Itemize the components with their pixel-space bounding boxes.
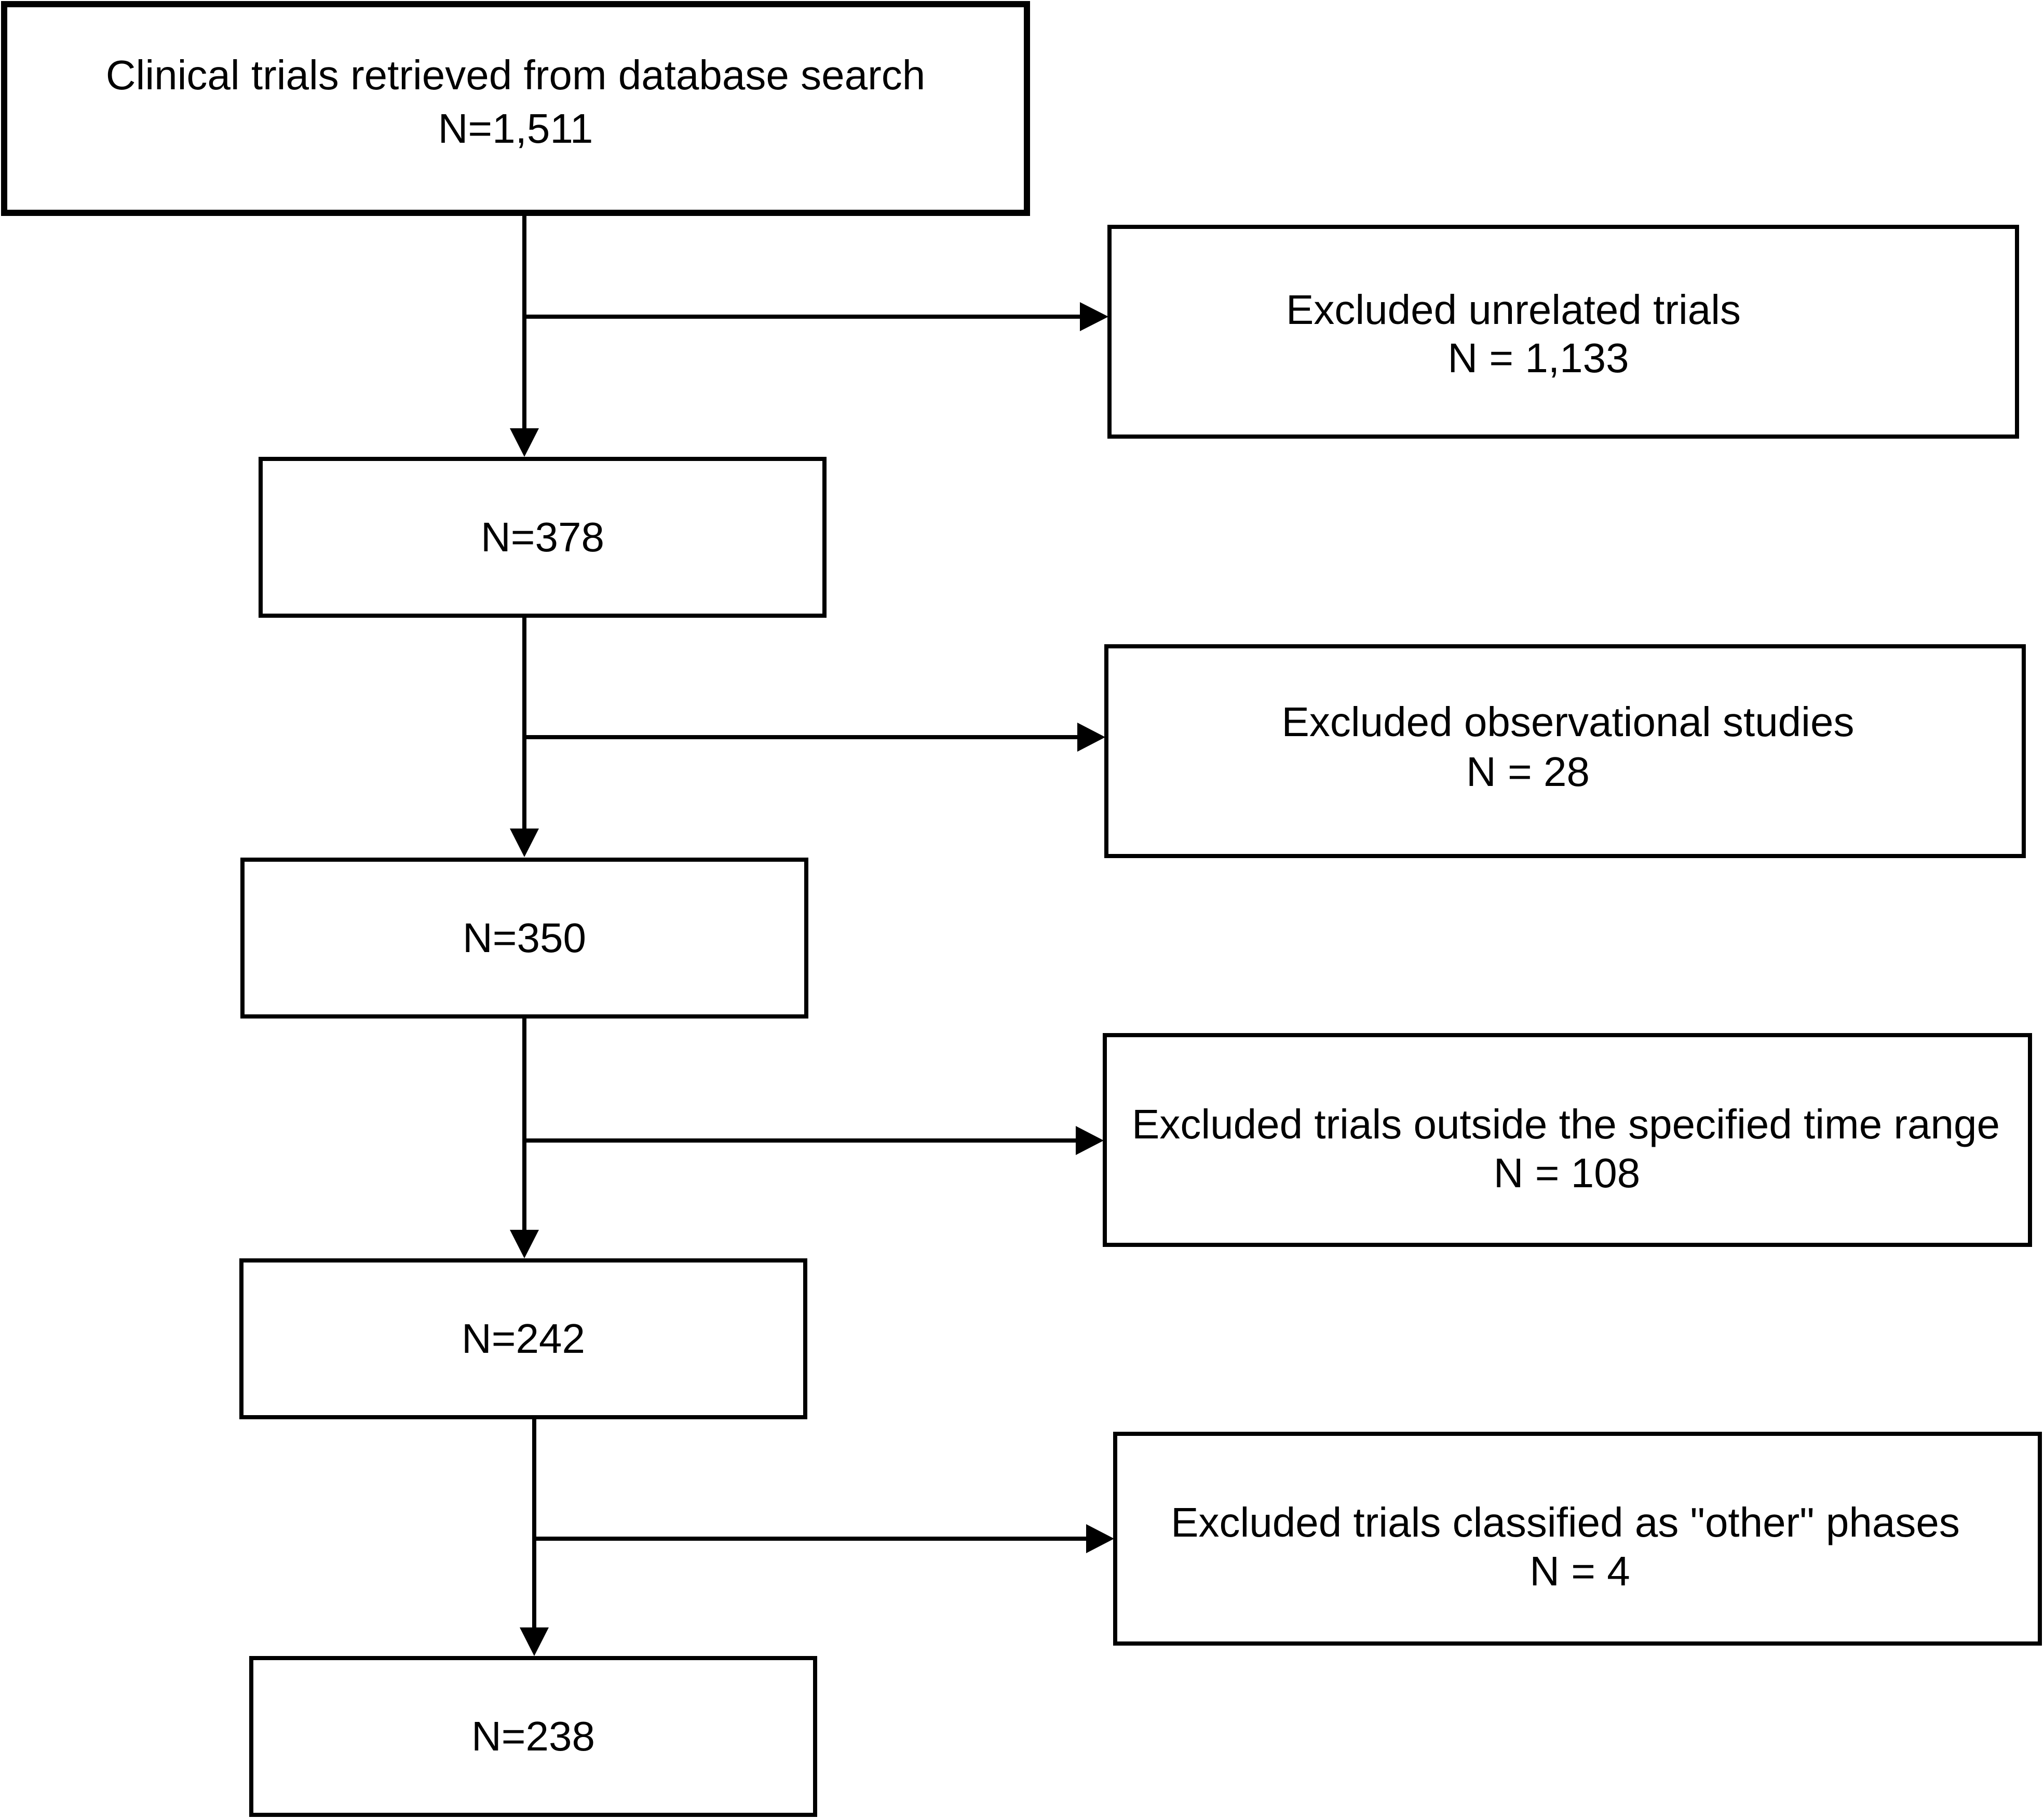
exclusion-observational-title: Excluded observational studies xyxy=(1282,699,1855,745)
exclusion-other-phases: Excluded trials classified as "other" ph… xyxy=(1113,1432,2042,1646)
connector-branch-other-phases xyxy=(534,1524,1114,1553)
arrow-right-icon xyxy=(1077,723,1105,752)
connector-branch-time-range xyxy=(524,1126,1104,1155)
connector-378-to-350 xyxy=(510,618,539,857)
exclusion-time-range-count: N = 108 xyxy=(1494,1150,1640,1196)
box-final-count: N=238 xyxy=(471,1713,595,1759)
box-after-unrelated-count: N=378 xyxy=(481,514,604,560)
exclusion-unrelated: Excluded unrelated trials N = 1,133 xyxy=(1107,225,2019,439)
exclusion-other-phases-count: N = 4 xyxy=(1529,1548,1630,1594)
connector-branch-observational xyxy=(524,723,1105,752)
arrow-down-icon xyxy=(510,428,539,457)
exclusion-unrelated-count: N = 1,133 xyxy=(1447,335,1629,381)
arrow-right-icon xyxy=(1080,302,1108,331)
exclusion-unrelated-title: Excluded unrelated trials xyxy=(1286,287,1741,333)
box-after-time-range-count: N=242 xyxy=(462,1315,585,1362)
box-final: N=238 xyxy=(249,1656,817,1817)
box-after-unrelated: N=378 xyxy=(259,457,827,618)
arrow-right-icon xyxy=(1076,1126,1104,1155)
connector-retrieved-to-378 xyxy=(510,216,539,457)
exclusion-time-range: Excluded trials outside the specified ti… xyxy=(1103,1033,2032,1247)
arrow-down-icon xyxy=(520,1627,549,1656)
box-retrieved-title: Clinical trials retrieved from database … xyxy=(106,52,925,98)
box-after-time-range: N=242 xyxy=(239,1258,807,1419)
box-retrieved: Clinical trials retrieved from database … xyxy=(1,1,1030,216)
exclusion-other-phases-title: Excluded trials classified as "other" ph… xyxy=(1171,1499,1960,1545)
box-after-observational-count: N=350 xyxy=(463,915,586,961)
connector-242-to-238 xyxy=(520,1419,549,1656)
arrow-right-icon xyxy=(1086,1524,1114,1553)
exclusion-time-range-title: Excluded trials outside the specified ti… xyxy=(1132,1101,2000,1147)
arrow-down-icon xyxy=(510,829,539,857)
arrow-down-icon xyxy=(510,1230,539,1258)
exclusion-observational-count: N = 28 xyxy=(1466,749,1590,795)
connector-branch-unrelated xyxy=(524,302,1108,331)
exclusion-observational: Excluded observational studies N = 28 xyxy=(1104,644,2026,858)
box-after-observational: N=350 xyxy=(240,858,808,1019)
box-retrieved-count: N=1,511 xyxy=(438,105,593,152)
connector-350-to-242 xyxy=(510,1019,539,1258)
